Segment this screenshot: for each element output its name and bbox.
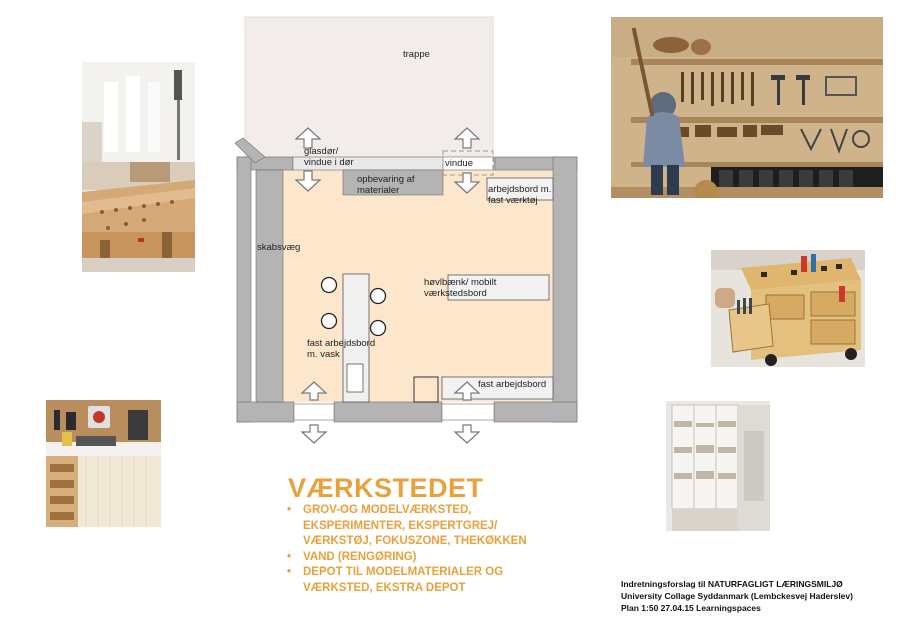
walls: [234, 137, 578, 423]
label-fixed-workbench: fast arbejdsbord: [478, 379, 547, 390]
label-fixed-bench-sink: fast arbejdsbord m. vask: [307, 338, 376, 360]
cabinet-wall: [255, 169, 284, 403]
bottom-door-left: [293, 403, 335, 421]
photo-workshop-hall: [82, 62, 195, 272]
feature-item: DEPOT TIL MODELMATERIALER OG VÆRKSTED, E…: [285, 565, 565, 596]
planing-bench: [447, 274, 550, 301]
workbench-fixed-tools: [486, 177, 554, 201]
sink: [346, 363, 364, 393]
label-material-storage: opbevaring af materialer: [357, 174, 415, 196]
bottom-door-right: [441, 403, 495, 421]
plan-caption: Indretningsforslag til NATURFAGLIGT LÆRI…: [621, 578, 853, 614]
caption-line-1: Indretningsforslag til NATURFAGLIGT LÆRI…: [621, 579, 843, 589]
small-cabinet: [413, 376, 439, 403]
caption-line-2: University Collage Syddanmark (Lembckesv…: [621, 591, 853, 601]
feature-item: VAND (RENGØRING): [285, 550, 565, 566]
opening-arrows: [294, 127, 481, 444]
page-title: VÆRKSTEDET: [288, 473, 484, 503]
label-cabinet-wall: skabsvæg: [257, 242, 301, 253]
caption-line-3: Plan 1:50 27.04.15 Learningspaces: [621, 603, 761, 613]
label-workbench-fixed-tools: arbejdsbord m. fast værktøj: [488, 184, 552, 206]
stools: [320, 276, 387, 337]
label-window: vindue: [445, 158, 473, 169]
label-glass-door: glasdør/ vindue i dør: [304, 146, 354, 168]
photo-mobile-workbench: [711, 250, 865, 367]
feature-list: GROV-OG MODELVÆRKSTED, EKSPERIMENTER, EK…: [285, 503, 565, 596]
label-stairs: trappe: [403, 49, 430, 60]
feature-item: GROV-OG MODELVÆRKSTED, EKSPERIMENTER, EK…: [285, 503, 565, 550]
photo-tool-wall: [611, 17, 883, 198]
photo-glass-cabinet: [666, 401, 770, 531]
window-top: [442, 156, 495, 171]
label-planing-bench: høvlbænk/ mobilt værkstedsbord: [424, 277, 497, 299]
stair-area: [244, 16, 494, 158]
material-storage: [342, 169, 444, 196]
photo-workshop-counter: [46, 400, 161, 527]
